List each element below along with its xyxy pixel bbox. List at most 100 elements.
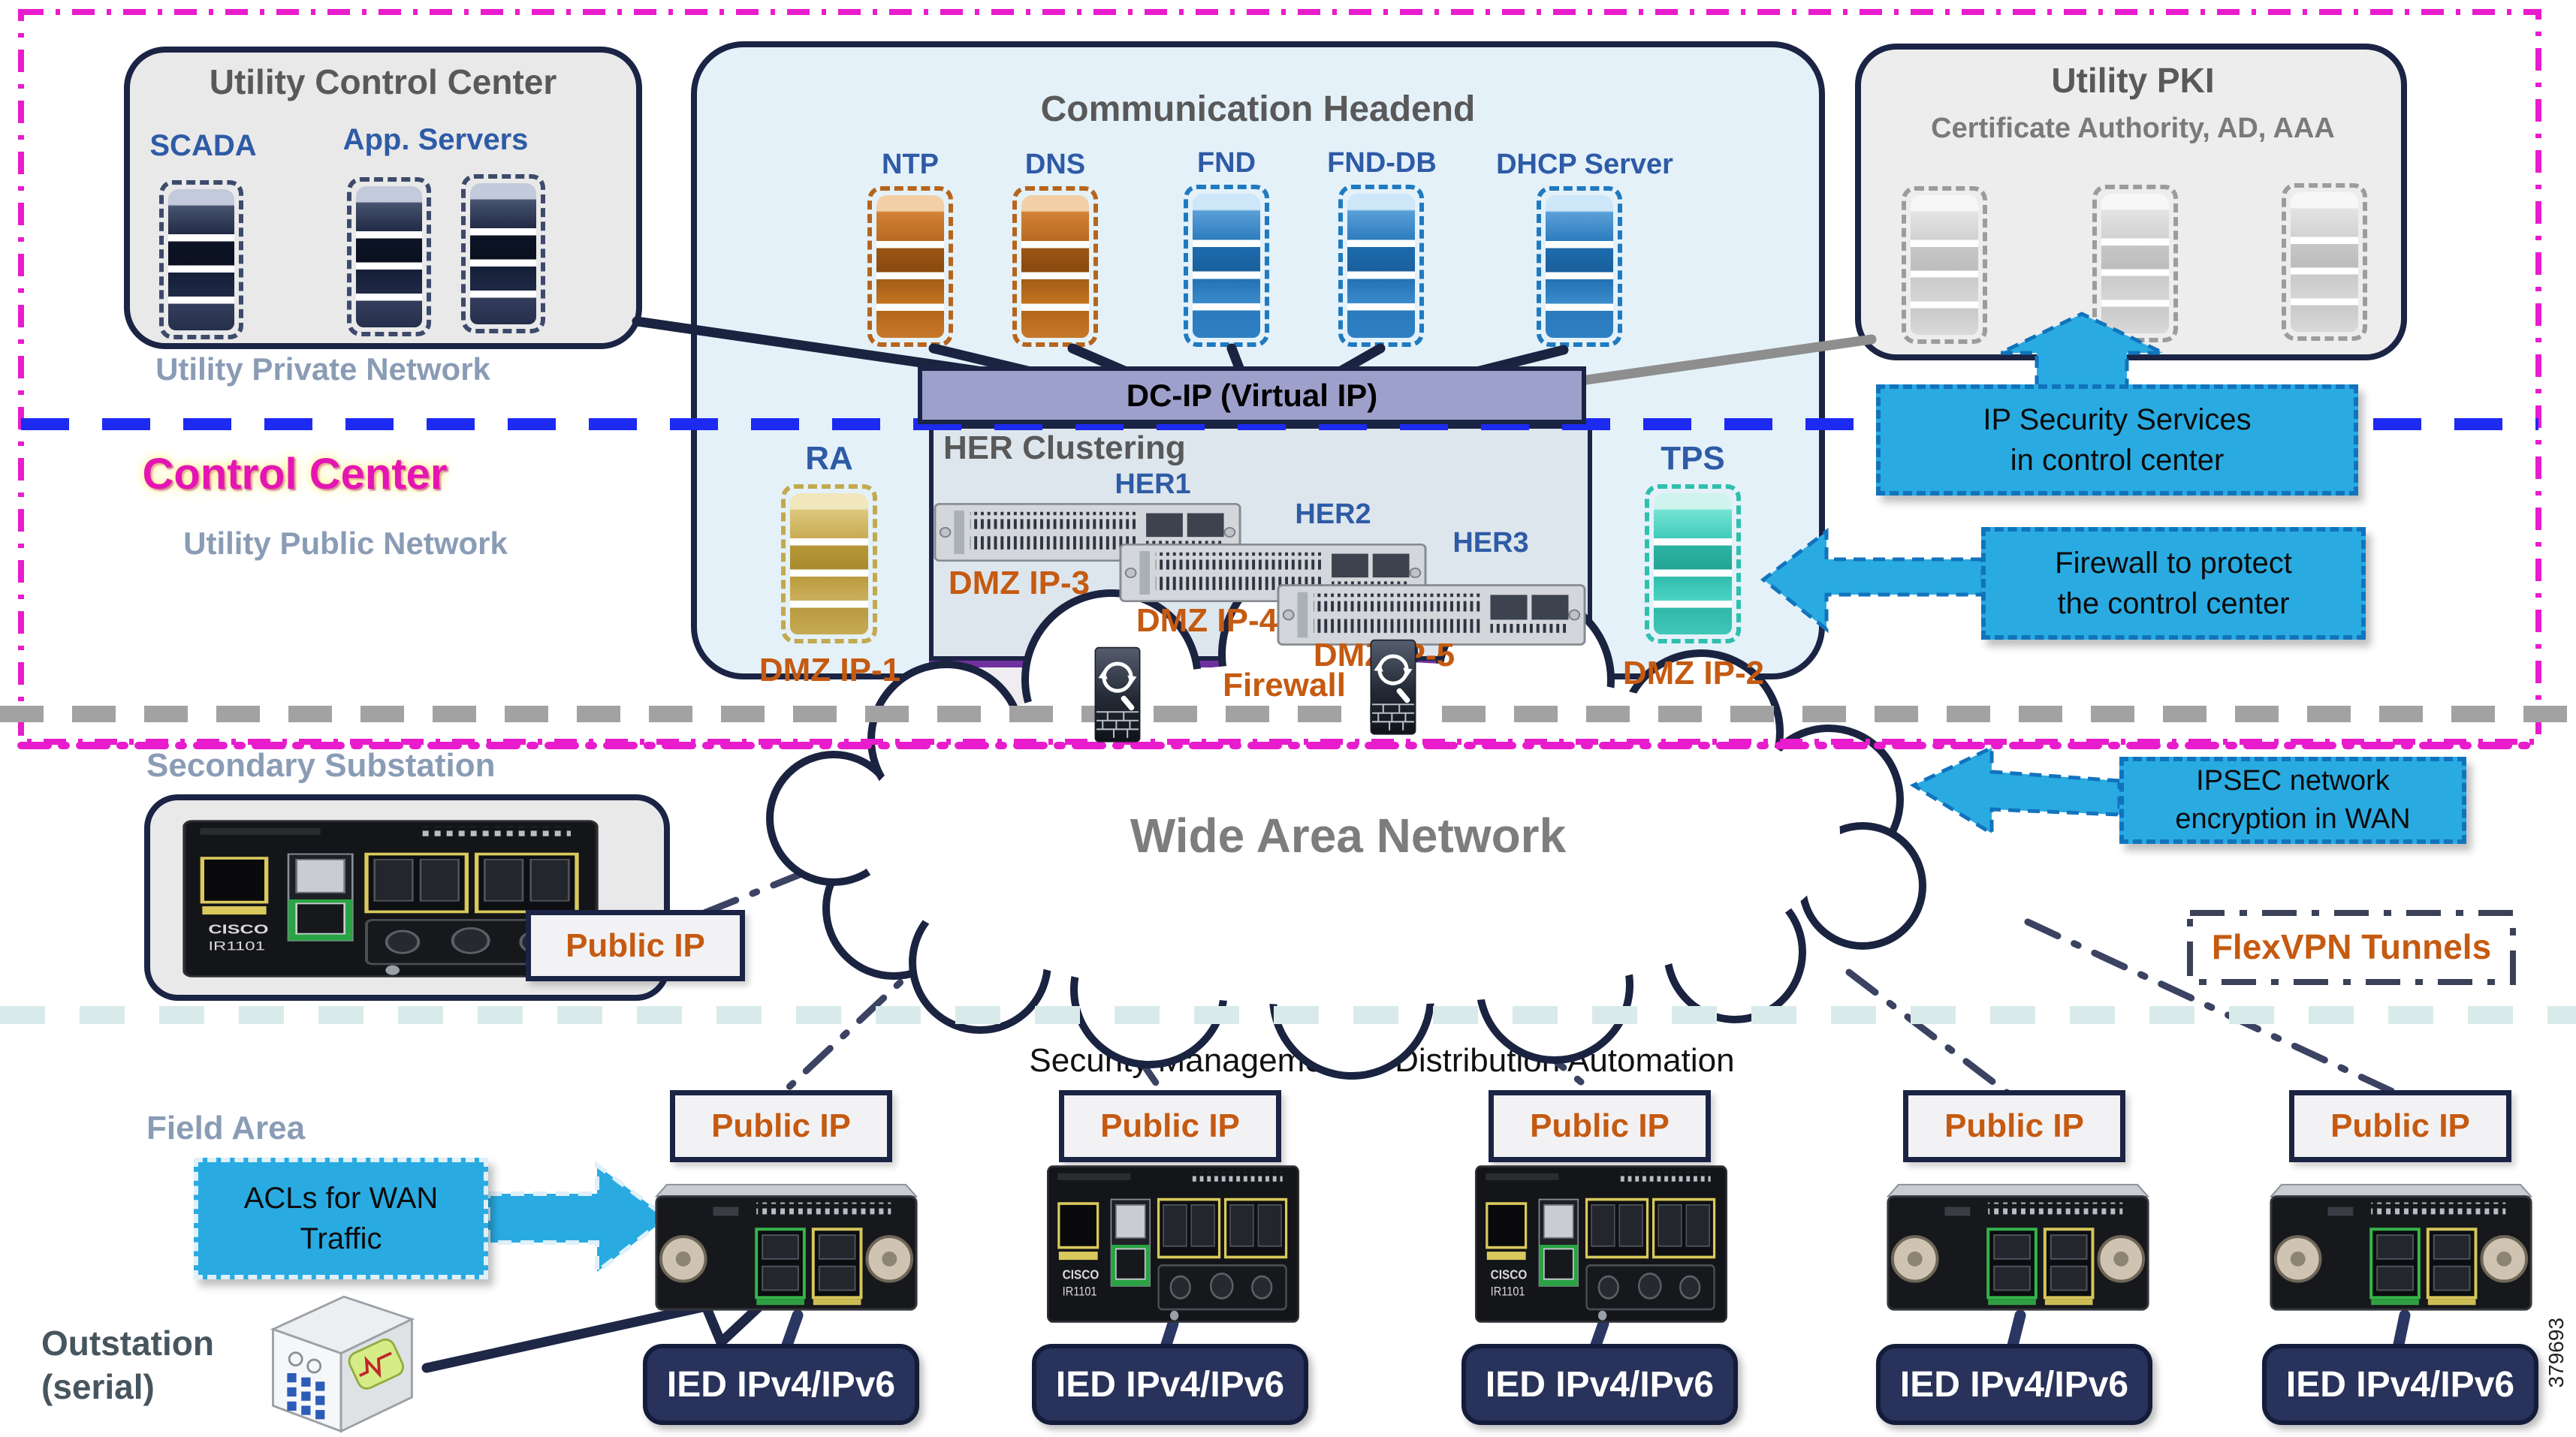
- dns-server-icon: [1012, 186, 1098, 347]
- app-servers-label: App. Servers: [342, 123, 529, 156]
- site5-public-ip: Public IP: [2289, 1090, 2511, 1162]
- outstation-serial-link: [421, 1282, 785, 1373]
- her2-label: HER2: [1295, 499, 1371, 530]
- scada-server-icon: [159, 180, 243, 339]
- wan-link-site5: [2024, 918, 2398, 1096]
- pki-title: Utility PKI: [2051, 61, 2215, 100]
- outstation-label-line1: Outstation: [41, 1324, 214, 1363]
- tps-label: TPS: [1661, 440, 1725, 477]
- ntp-label: NTP: [882, 149, 939, 180]
- dhcp-server-icon: [1537, 186, 1622, 347]
- site2-router-image: [1046, 1164, 1300, 1324]
- tps-server-icon: [1645, 484, 1741, 643]
- ntp-server-icon: [867, 186, 953, 347]
- control-center-perimeter: [18, 9, 2541, 745]
- field-area-label: Field Area: [146, 1110, 306, 1146]
- ra-label: RA: [805, 440, 853, 477]
- site3-ied-box: IED IPv4/IPv6: [1461, 1344, 1738, 1425]
- site1-ied-box: IED IPv4/IPv6: [643, 1344, 919, 1425]
- site1-ied-label: IED IPv4/IPv6: [666, 1364, 896, 1405]
- firewall-label: Firewall: [1223, 667, 1346, 703]
- ra-server-icon: [781, 484, 877, 643]
- site1-public-ip-label: Public IP: [711, 1107, 851, 1144]
- control-center-label: Control Center: [142, 450, 448, 499]
- site5-ied-label: IED IPv4/IPv6: [2285, 1364, 2515, 1405]
- site4-ied-label: IED IPv4/IPv6: [1899, 1364, 2129, 1405]
- substation-public-ip-label: Public IP: [566, 926, 705, 964]
- site5-ied-box: IED IPv4/IPv6: [2262, 1344, 2538, 1425]
- ipsec-wan-callout: IPSEC network encryption in WAN: [2119, 757, 2466, 844]
- app-server-icon-2: [461, 174, 545, 333]
- site3-router-image: [1474, 1164, 1728, 1324]
- her-clustering-title: HER Clustering: [943, 429, 1186, 466]
- dhcp-server-label: DHCP Server: [1496, 149, 1673, 180]
- her3-label: HER3: [1452, 527, 1529, 559]
- dmz-ip2-label: DMZ IP-2: [1622, 655, 1765, 691]
- wan-label: Wide Area Network: [1130, 809, 1567, 863]
- firewall-protect-line1: Firewall to protect: [2055, 547, 2292, 580]
- secondary-substation-label: Secondary Substation: [146, 747, 496, 784]
- firewall-protect-callout: Firewall to protect the control center: [1981, 527, 2366, 640]
- wan-link-site4: [1845, 969, 2010, 1096]
- pki-subtitle: Certificate Authority, AD, AAA: [1931, 113, 2335, 144]
- site2-public-ip-label: Public IP: [1100, 1107, 1240, 1144]
- site4-public-ip: Public IP: [1903, 1090, 2125, 1162]
- ip-security-line2: in control center: [2010, 444, 2225, 477]
- flexvpn-box-border: [2187, 910, 2516, 985]
- pki-server-icon-3: [2282, 183, 2367, 341]
- site4-ied-box: IED IPv4/IPv6: [1876, 1344, 2152, 1425]
- site3-public-ip-label: Public IP: [1530, 1107, 1670, 1144]
- site5-router-image: [2269, 1182, 2533, 1312]
- firewall-icon-1: [1087, 643, 1148, 748]
- utility-private-network-label: Utility Private Network: [155, 351, 490, 387]
- dcip-pki-link: [1581, 334, 1877, 385]
- fnd-db-server-icon: [1338, 185, 1424, 347]
- fnd-db-label: FND-DB: [1327, 147, 1437, 179]
- ip-security-callout: IP Security Services in control center: [1876, 384, 2358, 496]
- ucc-title: Utility Control Center: [209, 62, 557, 101]
- site1-public-ip: Public IP: [670, 1090, 892, 1162]
- dns-label: DNS: [1024, 149, 1086, 180]
- site1-router-image: [654, 1182, 918, 1312]
- acl-wan-arrow: [486, 1160, 671, 1277]
- site4-router-image: [1886, 1182, 2150, 1312]
- dc-ip-bar: DC-IP (Virtual IP): [918, 366, 1586, 424]
- pki-server-icon-1: [1902, 186, 1987, 344]
- ip-security-line1: IP Security Services: [1983, 403, 2252, 436]
- ucc-dcip-link: [632, 316, 983, 376]
- site2-public-ip: Public IP: [1059, 1090, 1281, 1162]
- scada-label: SCADA: [149, 129, 257, 162]
- ipsec-wan-line1: IPSEC network: [2196, 764, 2390, 797]
- ip-security-arrow: [1999, 312, 2164, 390]
- fnd-label: FND: [1196, 147, 1256, 179]
- pki-server-icon-2: [2092, 185, 2178, 342]
- headend-title: Communication Headend: [1040, 89, 1476, 129]
- substation-public-ip: Public IP: [526, 910, 745, 981]
- dc-ip-label: DC-IP (Virtual IP): [1126, 377, 1378, 413]
- fnd-server-icon: [1184, 185, 1269, 347]
- flexvpn-tunnels-label: FlexVPN Tunnels: [2211, 927, 2492, 966]
- her1-label: HER1: [1115, 468, 1191, 500]
- outstation-label-line2: (serial): [41, 1367, 155, 1406]
- acl-wan-line2: Traffic: [300, 1222, 382, 1255]
- acl-wan-line1: ACLs for WAN: [243, 1182, 439, 1215]
- dmz-ip1-label: DMZ IP-1: [759, 652, 901, 688]
- firewall-protect-line2: the control center: [2057, 587, 2290, 620]
- site2-ied-label: IED IPv4/IPv6: [1055, 1364, 1285, 1405]
- site4-public-ip-label: Public IP: [1944, 1107, 2084, 1144]
- firewall-protect-arrow: [1760, 527, 1985, 634]
- utility-public-network-label: Utility Public Network: [183, 526, 508, 561]
- ipsec-wan-line2: encryption in WAN: [2175, 803, 2411, 835]
- dmz-ip3-label: DMZ IP-3: [948, 565, 1090, 601]
- ipsec-wan-arrow: [1909, 745, 2122, 837]
- fnd-dcip-link: [1226, 343, 1244, 373]
- acl-wan-callout: ACLs for WAN Traffic: [194, 1158, 488, 1279]
- firewall-icon-2: [1363, 635, 1423, 740]
- site5-public-ip-label: Public IP: [2330, 1107, 2470, 1144]
- dmz-ip4-label: DMZ IP-4: [1136, 602, 1278, 639]
- site2-ied-box: IED IPv4/IPv6: [1032, 1344, 1308, 1425]
- site3-ied-label: IED IPv4/IPv6: [1485, 1364, 1715, 1405]
